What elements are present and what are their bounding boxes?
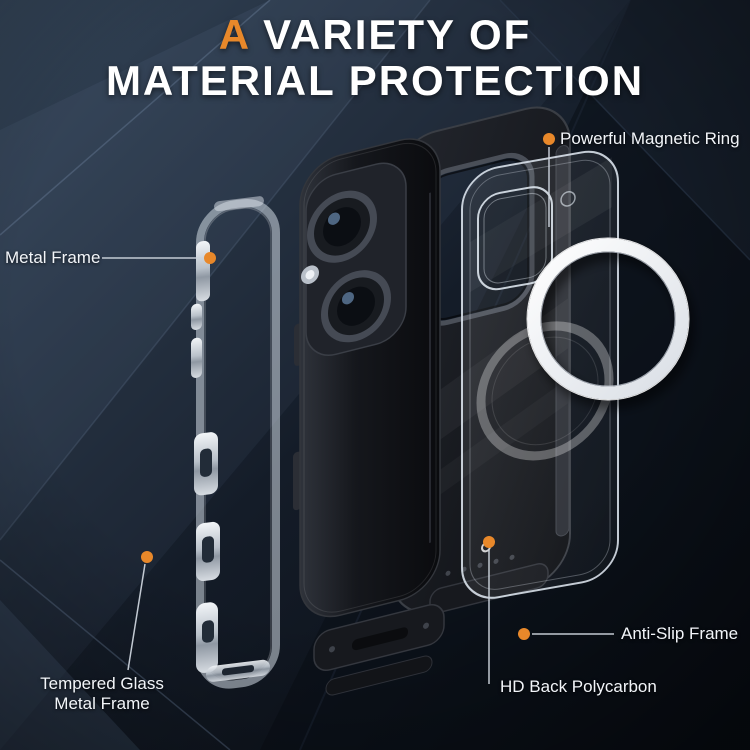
callout-dot-metal-frame [204,252,216,264]
tempered-glass-line2: Metal Frame [54,694,150,713]
callout-label-hd-back: HD Back Polycarbon [500,677,657,696]
callout-label-anti-slip: Anti-Slip Frame [621,624,739,643]
camera-flash [301,265,319,284]
callout-label-magnetic-ring: Powerful Magnetic Ring [560,129,740,148]
callout-dot-anti-slip [518,628,530,640]
callout-dots [141,133,555,640]
bottom-caps [313,604,445,696]
tempered-glass-line1: Tempered Glass [40,674,164,693]
clear-back-plate-art [461,150,619,599]
camera-lens [321,270,391,343]
page-title: A VARIETY OF MATERIAL PROTECTION [0,12,750,104]
callout-label-tempered-glass: Tempered Glass Metal Frame [18,674,186,714]
camera-module [301,162,407,356]
title-line-1: A VARIETY OF [0,12,750,58]
callout-lines [102,147,614,684]
title-accent: A [218,11,250,58]
callout-dot-tempered-glass [141,551,153,563]
title-line1-rest: VARIETY OF [249,11,532,58]
magnetic-ring-art [526,237,695,409]
callout-dot-magnetic-ring [543,133,555,145]
callout-dot-hd-back [483,536,495,548]
callout-line-tempered-glass [127,563,146,671]
camera-cutout [477,186,553,291]
flash-hole [560,190,576,207]
phone-case-art [293,138,445,696]
callout-label-metal-frame: Metal Frame [5,248,101,267]
title-line-2: MATERIAL PROTECTION [105,57,645,104]
camera-lens [307,190,377,263]
